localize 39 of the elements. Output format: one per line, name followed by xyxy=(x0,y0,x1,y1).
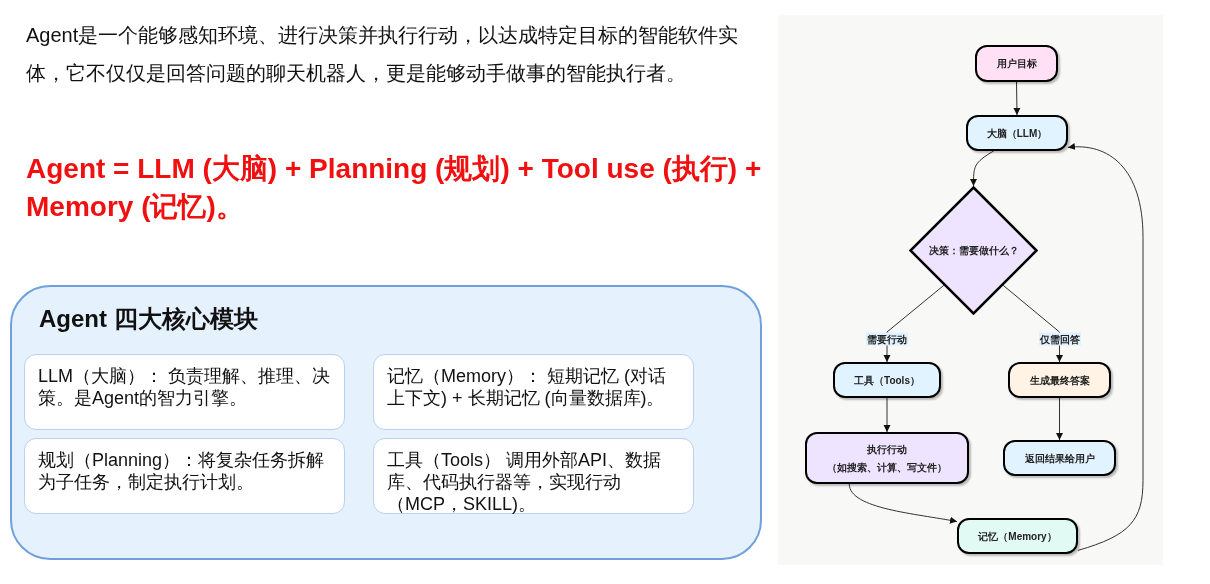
arrow xyxy=(1002,284,1063,363)
process-box xyxy=(1008,362,1111,398)
box-label: 工具（Tools） xyxy=(854,373,920,388)
arrow xyxy=(1067,143,1144,551)
box-label: 生成最终答案 xyxy=(1029,373,1090,388)
module-description: 规划（Planning）：将复杂任务拆解为子任务，制定执行计划。 xyxy=(38,449,326,493)
box-label: 执行行动 xyxy=(867,442,907,457)
process-box xyxy=(1003,440,1116,476)
arrow xyxy=(883,284,945,363)
module-card xyxy=(373,354,694,430)
formula-text: Agent = LLM (大脑) + Planning (规划) + Tool use (执行) + Memory (记忆)。 xyxy=(26,152,763,224)
panel-heading: Agent 四大核心模块 xyxy=(39,304,258,334)
arrow xyxy=(1056,397,1063,441)
module-description: 工具（Tools） 调用外部API、数据库、代码执行器等，实现行动（MCP，SKILL)。 xyxy=(387,449,663,515)
arrow xyxy=(883,397,891,433)
box-label: 大脑（LLM） xyxy=(986,126,1048,141)
module-card xyxy=(24,354,345,430)
decision-label: 决策：需要做什么？ xyxy=(928,244,1019,258)
process-box xyxy=(957,518,1078,554)
process-box xyxy=(805,432,969,484)
process-box xyxy=(975,45,1058,82)
module-card xyxy=(24,438,345,514)
module-description: LLM（大脑）： 负责理解、推理、决策。是Agent的智力引擎。 xyxy=(38,365,331,409)
arrow xyxy=(848,483,958,524)
intro-paragraph: Agent是一个能够感知环境、进行决策并执行行动，以达成特定目标的智能软件实体，它不仅仅是回答问题的聊天机器人，更是能够动手做事的智能执行者。 xyxy=(26,23,740,86)
module-panel xyxy=(10,285,762,560)
arrow xyxy=(1013,81,1021,116)
decision-diamond xyxy=(909,186,1038,315)
edge-label: 仅需回答 xyxy=(1038,332,1081,346)
box-label: 用户目标 xyxy=(996,57,1037,71)
box-label: 返回结果给用户 xyxy=(1024,451,1095,466)
edge-label: 需要行动 xyxy=(866,332,908,346)
box-label: 记忆（Memory） xyxy=(978,529,1057,544)
process-box xyxy=(966,115,1068,151)
module-description: 记忆（Memory）： 短期记忆 (对话上下文) + 长期记忆 (向量数据库)。 xyxy=(387,365,667,409)
box-label: （如搜索、计算、写文件） xyxy=(827,460,947,475)
module-card xyxy=(373,438,694,514)
process-box xyxy=(833,362,941,398)
arrow xyxy=(970,150,995,187)
